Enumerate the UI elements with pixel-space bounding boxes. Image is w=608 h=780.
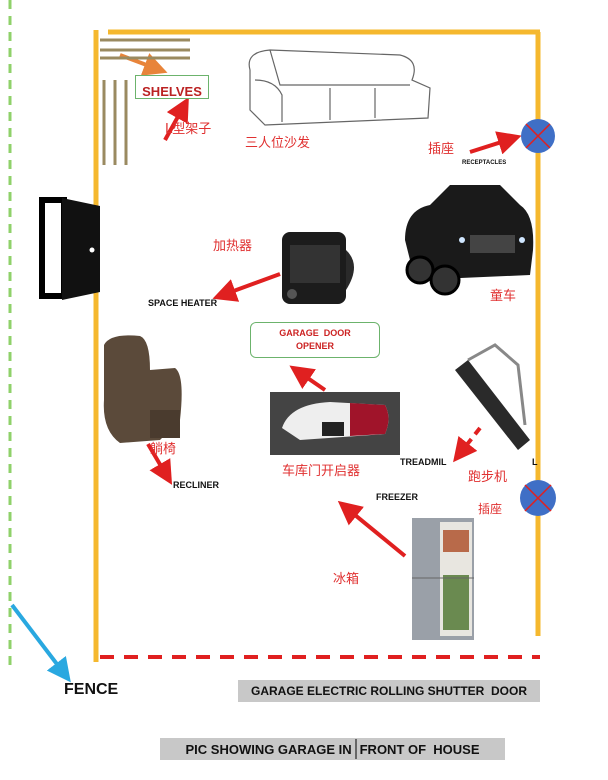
caption-divider — [354, 739, 357, 759]
heater-arrow — [212, 272, 281, 302]
opener-label-line2: OPENER — [295, 341, 334, 351]
recliner-cn-label: 躺椅 — [150, 442, 177, 457]
opener-cn-label: 车库门开启器 — [282, 464, 361, 479]
treadmill-icon — [455, 343, 530, 450]
door-icon — [39, 197, 100, 300]
caption-part-1: PIC SHOWING GARAGE IN — [185, 741, 352, 757]
recliner-icon — [103, 335, 182, 443]
receptacles-label: RECEPTACLES — [462, 160, 507, 166]
treadmill-cn-label: 跑步机 — [468, 470, 508, 485]
freezer-icon — [412, 518, 474, 640]
sofa-icon — [248, 49, 431, 126]
opener-arrow — [289, 365, 327, 392]
freezer-label: FREEZER — [376, 492, 419, 502]
sofa-cn-label: 三人位沙发 — [245, 136, 311, 151]
recliner-label: RECLINER — [173, 480, 220, 490]
fence-arrow — [10, 603, 71, 683]
car-cn-label: 童车 — [490, 289, 517, 304]
shelves-label: SHELVES — [142, 83, 202, 99]
fence-label: FENCE — [64, 681, 119, 698]
receptacle-cn-label-1: 插座 — [428, 142, 455, 157]
l-mark: L — [532, 457, 538, 467]
caption-part-2: FRONT OF HOUSE — [359, 741, 480, 757]
shelves-cn-label: L型架子 — [165, 122, 212, 137]
space-heater-icon — [282, 232, 354, 304]
receptacle-icon-2 — [520, 480, 556, 516]
caption-bar: PIC SHOWING GARAGE IN FRONT OF HOUSE — [160, 738, 505, 760]
receptacle-cn-label-2: 插座 — [478, 502, 503, 516]
heater-cn-label: 加热器 — [213, 239, 253, 254]
shelves-icon — [100, 38, 190, 165]
garage-door-opener-label-box: GARAGE DOOR OPENER — [250, 322, 380, 358]
ride-on-car-icon — [405, 185, 534, 296]
garage-door-opener-icon — [270, 392, 400, 455]
recliner-arrow — [146, 442, 173, 485]
shelves-label-box: SHELVES — [135, 75, 209, 99]
shutter-door-label: GARAGE ELECTRIC ROLLING SHUTTER DOOR — [238, 680, 540, 702]
opener-label-line1: GARAGE DOOR — [279, 328, 351, 338]
receptacle-icon-1 — [521, 119, 555, 153]
freezer-arrow — [337, 500, 407, 558]
space-heater-label: SPACE HEATER — [148, 298, 218, 308]
shelves-arrow — [163, 97, 189, 141]
treadmill-label: TREADMIL — [400, 457, 447, 467]
receptacle-arrow — [469, 131, 522, 155]
freezer-cn-label: 冰箱 — [333, 572, 360, 587]
treadmill-arrow — [453, 426, 482, 463]
